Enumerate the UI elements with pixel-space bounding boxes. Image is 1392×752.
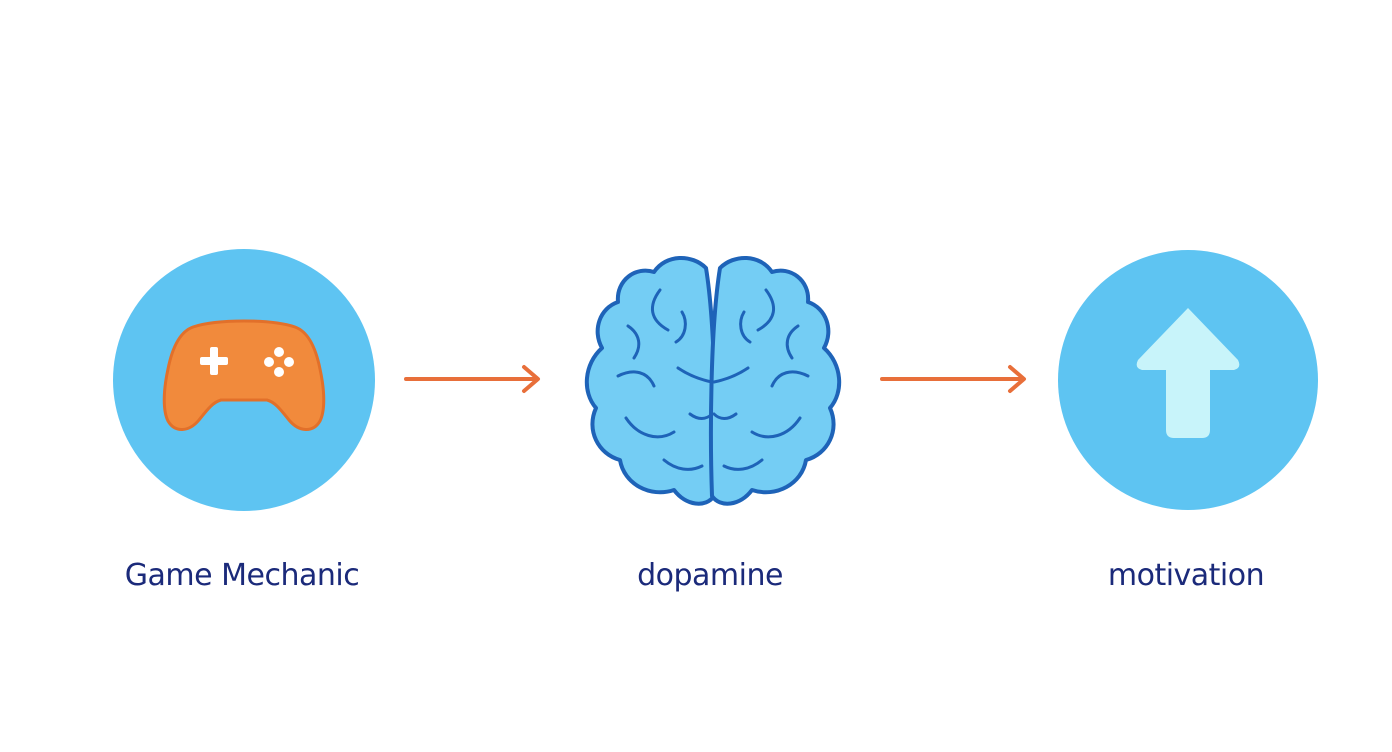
dopamine-label: dopamine bbox=[637, 558, 783, 593]
game-mechanic-node bbox=[113, 249, 375, 511]
game-mechanic-label: Game Mechanic bbox=[124, 558, 360, 593]
right-arrow-icon bbox=[404, 365, 540, 393]
brain-icon bbox=[584, 255, 842, 506]
flow-arrow-game-to-dopamine bbox=[404, 364, 542, 394]
right-arrow-icon bbox=[880, 365, 1026, 393]
game-mechanic-circle bbox=[113, 249, 375, 511]
motivation-label: motivation bbox=[1107, 558, 1265, 593]
flow-arrow-dopamine-to-motivation bbox=[880, 364, 1028, 394]
arrow-up-icon bbox=[1136, 308, 1240, 438]
dopamine-node bbox=[578, 250, 848, 514]
gamepad-icon bbox=[162, 319, 326, 431]
motivation-node bbox=[1058, 250, 1318, 510]
motivation-circle bbox=[1058, 250, 1318, 510]
